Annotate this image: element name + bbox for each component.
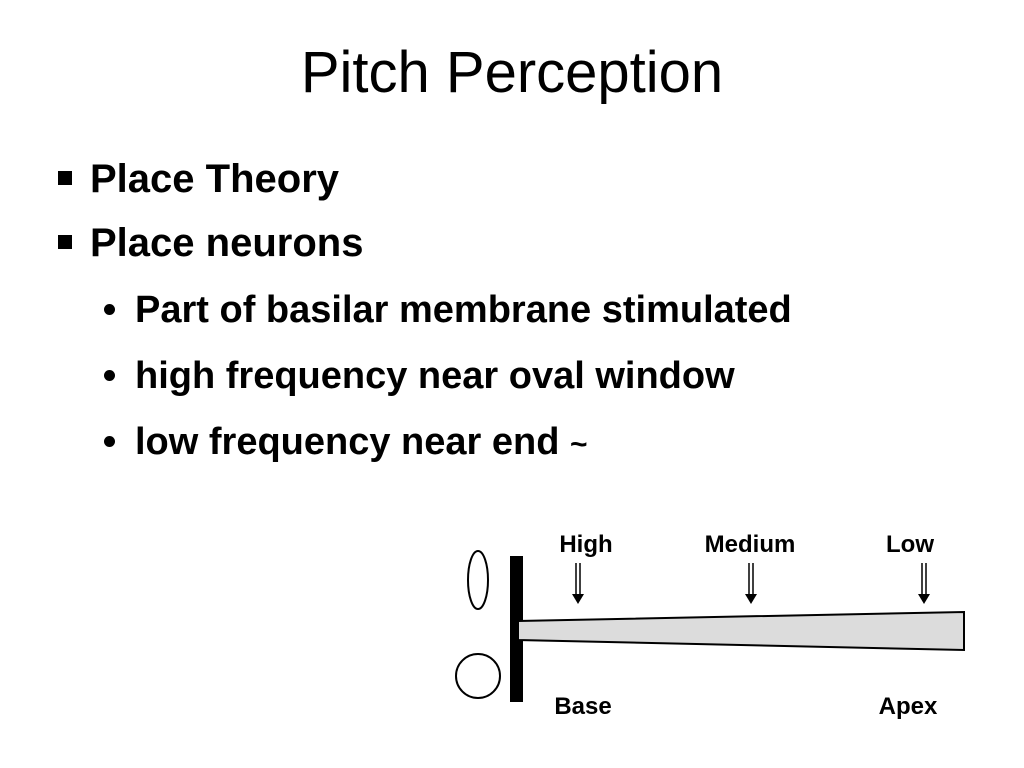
sub-bullet-high-frequency: high frequency near oval window [104, 351, 735, 401]
basilar-membrane-diagram: High Medium Low Base Apex [455, 531, 965, 720]
bullet-place-theory: Place Theory [58, 154, 339, 204]
sub-bullet-low-frequency: low frequency near end ~ [104, 417, 588, 470]
label-medium: Medium [705, 531, 796, 558]
bullet-place-neurons: Place neurons [58, 218, 363, 268]
tilde-mark: ~ [570, 428, 588, 461]
sub-bullet-basilar-membrane: Part of basilar membrane stimulated [104, 285, 792, 335]
oval-window-shape [467, 550, 489, 610]
label-low: Low [886, 531, 934, 558]
bullet-text: low frequency near end [135, 421, 560, 463]
bullet-text: high frequency near oval window [135, 355, 735, 397]
label-base: Base [554, 693, 611, 720]
dot-bullet-icon [104, 304, 115, 316]
bullet-text: Place Theory [90, 157, 340, 201]
label-high: High [559, 531, 612, 558]
basilar-membrane-shape [517, 610, 965, 652]
dot-bullet-icon [104, 370, 115, 382]
dot-bullet-icon [104, 436, 115, 448]
round-window-shape [455, 653, 501, 699]
arrow-high [572, 563, 584, 604]
label-apex: Apex [879, 693, 938, 720]
slide-title: Pitch Perception [300, 40, 724, 105]
arrow-medium [745, 563, 757, 604]
cochlea-wall [510, 556, 523, 702]
square-bullet-icon [58, 235, 72, 250]
bullet-text: Place neurons [90, 221, 364, 265]
square-bullet-icon [58, 171, 72, 186]
arrow-low [918, 563, 930, 604]
bullet-text: Part of basilar membrane stimulated [135, 289, 792, 331]
